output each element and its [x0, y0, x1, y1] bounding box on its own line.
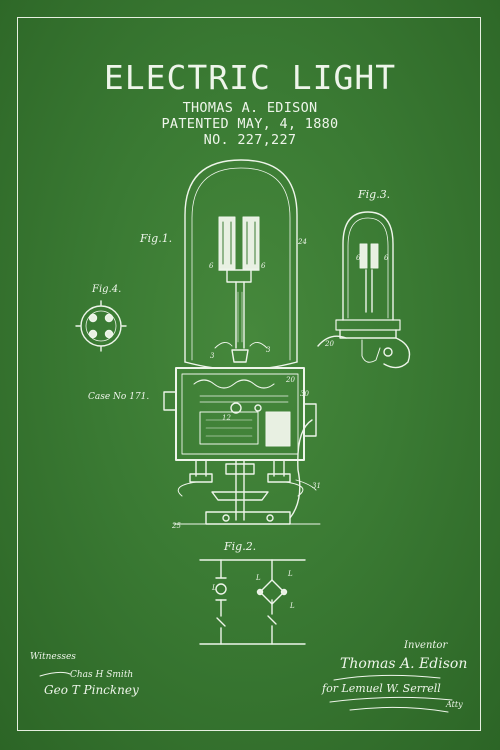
fig2-circuit-diagram	[200, 560, 305, 644]
svg-text:L: L	[287, 570, 293, 578]
svg-text:31: 31	[312, 482, 321, 490]
svg-text:20: 20	[324, 340, 334, 348]
signature-flourishes	[40, 672, 452, 712]
svg-text:6: 6	[384, 254, 389, 262]
svg-text:12: 12	[222, 414, 231, 422]
svg-text:L: L	[289, 602, 295, 610]
fig4-label: Fig.4.	[92, 284, 122, 295]
fig4-socket-drawing	[76, 301, 126, 351]
reference-numerals: 24 6 6 3 3 20 30 12 31 25 L L L L 6 6 20	[171, 238, 389, 610]
poster-title: ELECTRIC LIGHT	[103, 58, 397, 97]
fig1-lamp-drawing	[164, 160, 320, 524]
svg-text:3: 3	[210, 352, 215, 360]
svg-text:25: 25	[171, 522, 181, 530]
witness-signature-1: Chas H Smith	[70, 670, 134, 680]
fig2-label: Fig.2.	[224, 540, 257, 553]
inventor-label: Inventor	[404, 640, 448, 651]
poster-border	[17, 17, 481, 731]
svg-text:L: L	[211, 584, 217, 592]
svg-text:24: 24	[297, 238, 307, 246]
inventor-line: THOMAS A. EDISON	[182, 100, 318, 116]
fig1-label: Fig.1.	[140, 232, 173, 245]
svg-text:20: 20	[285, 376, 295, 384]
witness-signature-2: Geo T Pinckney	[44, 683, 139, 697]
svg-text:6: 6	[356, 254, 361, 262]
attorney-signature: for Lemuel W. Serrell	[322, 682, 441, 695]
svg-text:6: 6	[261, 262, 266, 270]
attorney-suffix: Atty	[446, 700, 463, 709]
svg-text:30: 30	[300, 390, 309, 398]
svg-text:L: L	[255, 574, 261, 582]
fig3-label: Fig.3.	[358, 188, 391, 201]
patent-date: PATENTED MAY, 4, 1880	[161, 116, 339, 132]
svg-text:3: 3	[266, 346, 271, 354]
svg-text:6: 6	[209, 262, 214, 270]
witnesses-label: Witnesses	[30, 652, 76, 662]
inventor-signature: Thomas A. Edison	[340, 656, 468, 672]
poster-header: ELECTRIC LIGHT THOMAS A. EDISON PATENTED…	[0, 58, 500, 148]
patent-number: NO. 227,227	[203, 132, 297, 148]
glass-globe	[185, 160, 297, 362]
case-number: Case No 171.	[88, 392, 150, 402]
fig3-lamp-drawing	[318, 212, 410, 368]
